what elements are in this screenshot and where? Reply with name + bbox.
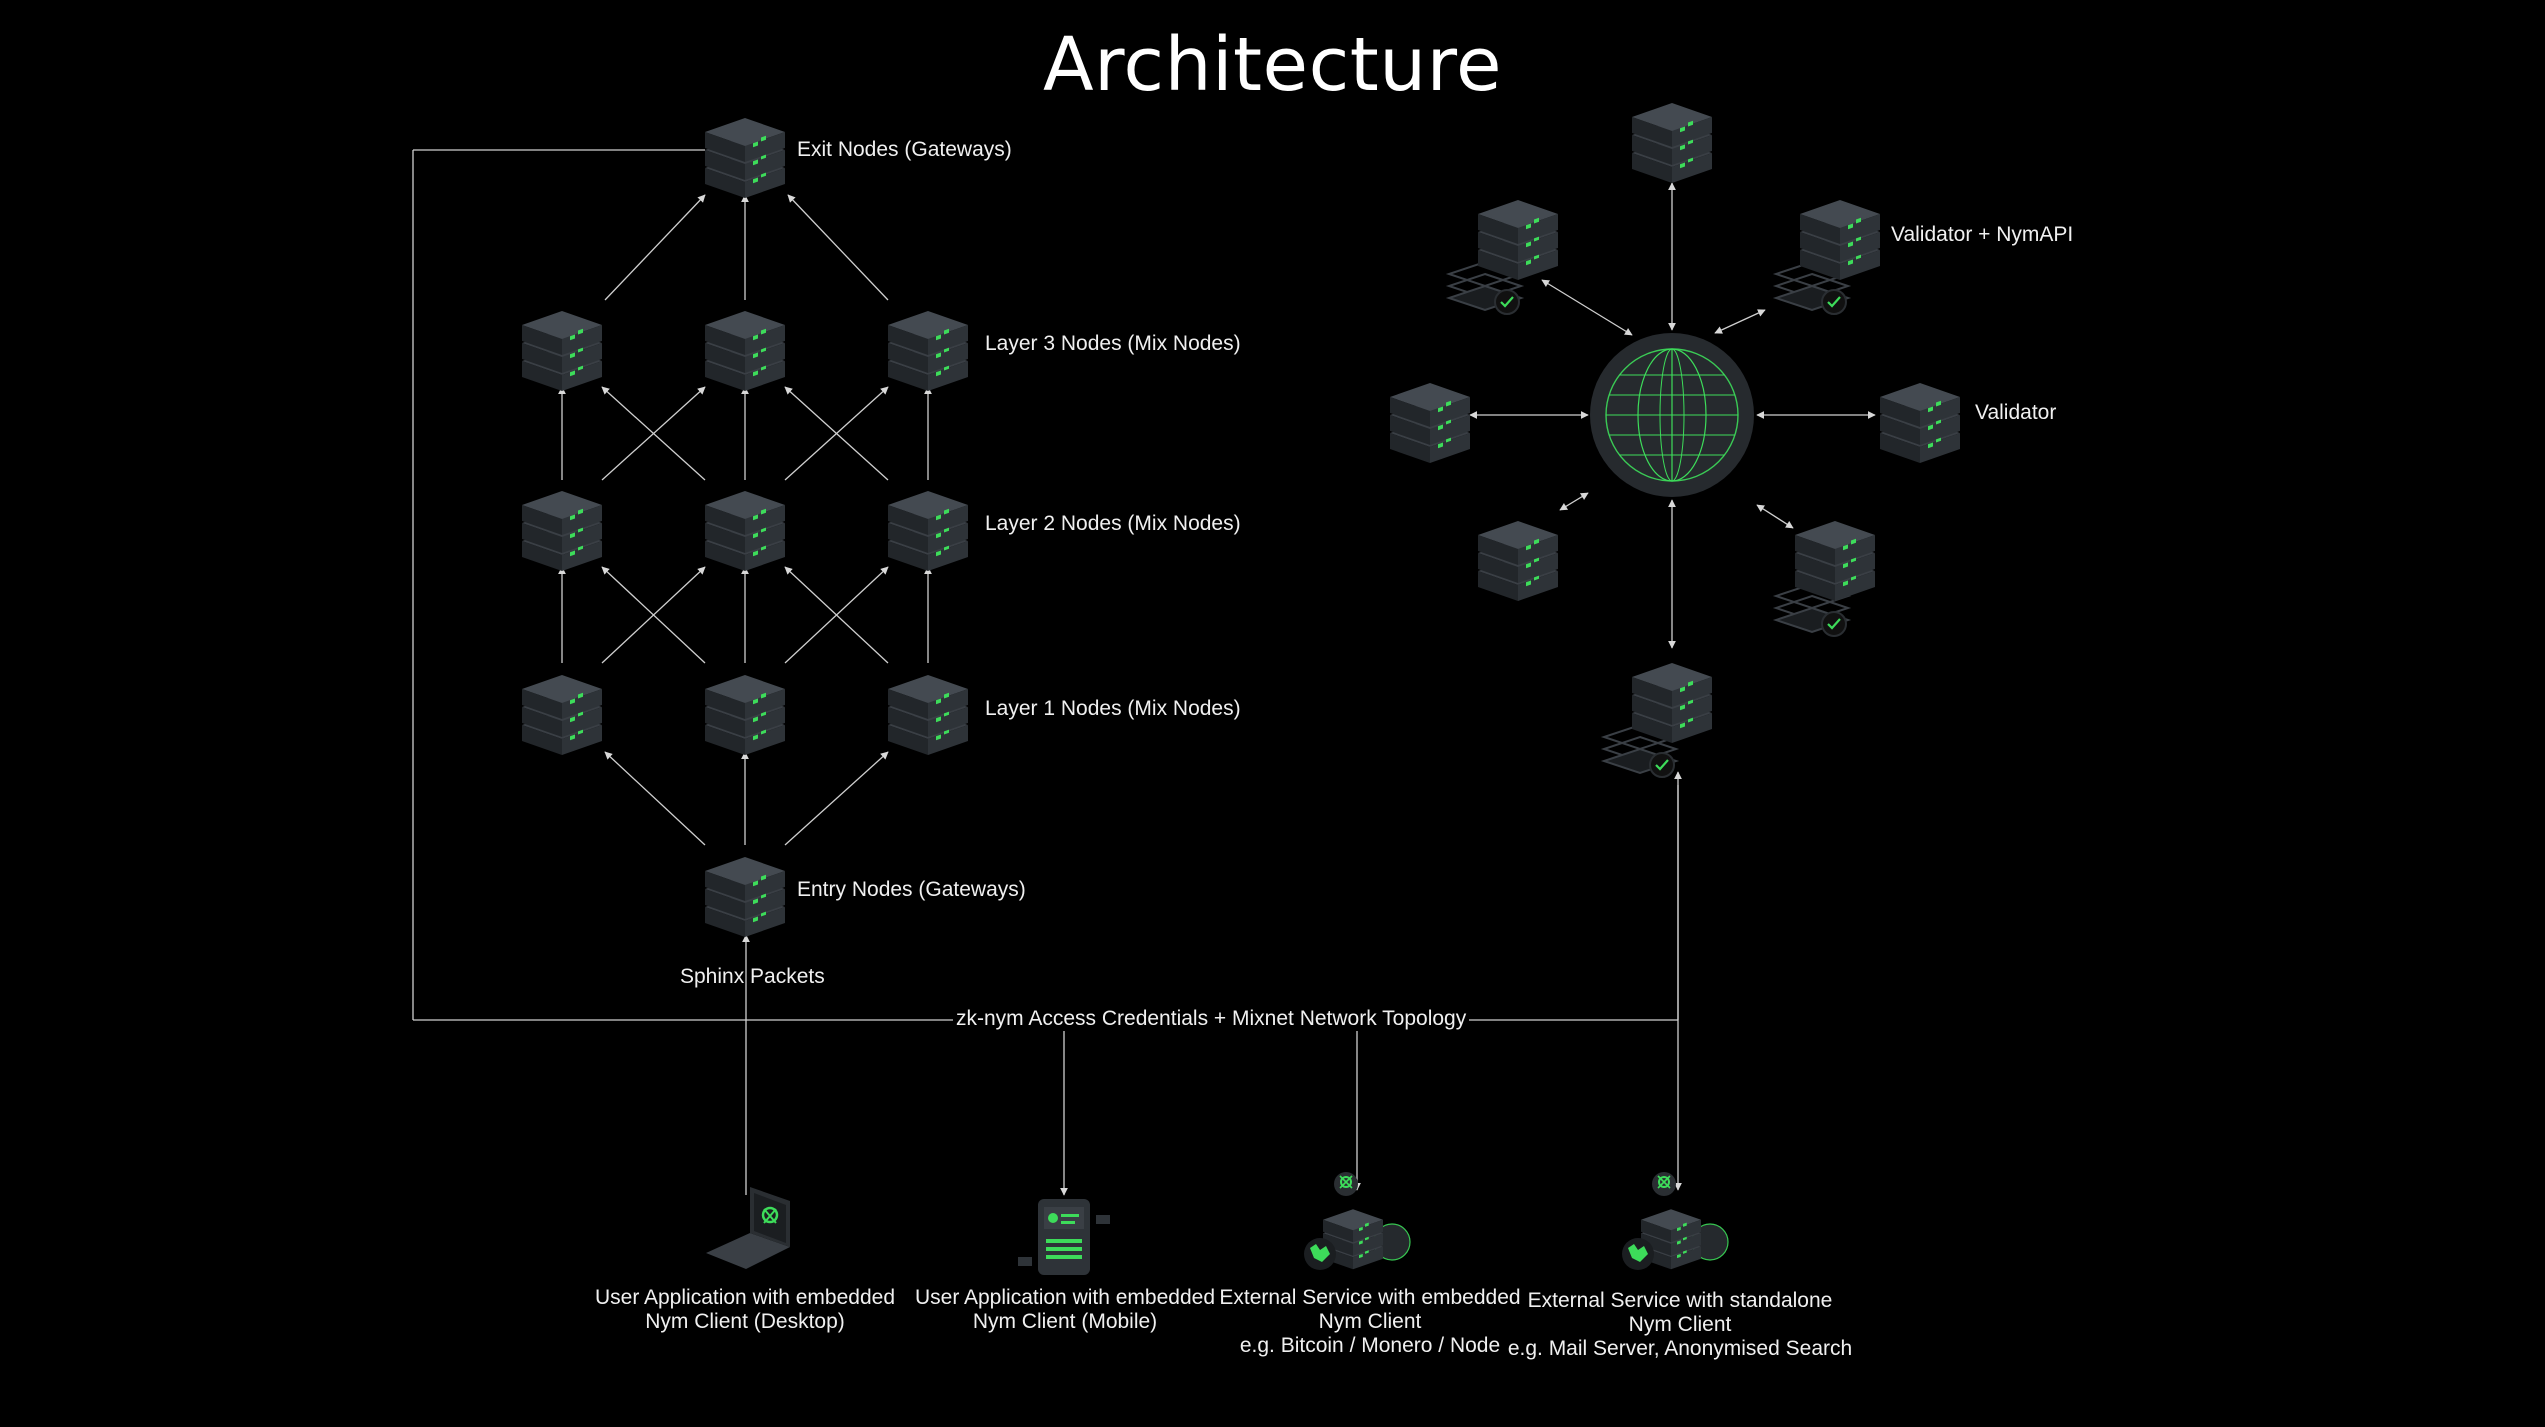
- arrow-validator-topright: [1714, 309, 1766, 334]
- service-standalone-caption: External Service with standalone Nym Cli…: [1500, 1289, 1860, 1361]
- phone-avatar: [1048, 1213, 1058, 1223]
- exit-node-server-icon: [705, 118, 785, 198]
- client-desktop-line1: User Application with embedded: [594, 1286, 895, 1309]
- validator-right-server-icon: [1880, 383, 1960, 463]
- client-desktop-line2: Nym Client (Desktop): [645, 1310, 845, 1333]
- arrow-validator-bottomright: [1756, 504, 1794, 529]
- service-embedded-line3: e.g. Bitcoin / Monero / Node: [1239, 1334, 1501, 1357]
- phone-line2: [1061, 1221, 1075, 1224]
- service-embedded-line2: Nym Client: [1318, 1310, 1422, 1333]
- nym-logo-cross: [1339, 1175, 1353, 1189]
- layer1-node-server-icon: [888, 675, 968, 755]
- layer1-nodes-label: Layer 1 Nodes (Mix Nodes): [985, 697, 1241, 720]
- phone-bar2: [1046, 1247, 1082, 1251]
- nym-logo-icon: [1658, 1176, 1670, 1188]
- laptop-display: [754, 1193, 786, 1243]
- layer2-node-server-icon: [705, 491, 785, 571]
- validator-nymapi-label: Validator + NymAPI: [1891, 223, 2074, 246]
- service-standalone-line2: Nym Client: [1628, 1313, 1732, 1336]
- page-title: Architecture: [1042, 22, 1503, 108]
- arrow-l2-l3-6: [784, 386, 889, 481]
- validator-top-server-icon: [1632, 103, 1712, 183]
- validator-bottom-server-icon: [1632, 663, 1712, 743]
- validator-bottomright-server-icon: [1795, 521, 1875, 601]
- layer3-nodes-label: Layer 3 Nodes (Mix Nodes): [985, 332, 1241, 355]
- entry-nodes-label: Entry Nodes (Gateways): [797, 878, 1026, 901]
- validator-label: Validator: [1975, 401, 2057, 424]
- world-map-icon: [1628, 1244, 1648, 1262]
- service-standalone-line3: e.g. Mail Server, Anonymised Search: [1507, 1337, 1853, 1360]
- layer3-node-server-icon: [888, 311, 968, 391]
- client-mobile-caption: User Application with embedded Nym Clien…: [910, 1286, 1220, 1334]
- service-badge: [1334, 1172, 1358, 1196]
- arrow-l1-l2-6: [784, 566, 889, 664]
- laptop-icon: [706, 1187, 790, 1269]
- layer1-node-server-icon: [705, 675, 785, 755]
- layer2-nodes-label: Layer 2 Nodes (Mix Nodes): [985, 512, 1241, 535]
- validator-left-server-icon: [1390, 383, 1470, 463]
- client-mobile-line2: Nym Client (Mobile): [972, 1310, 1158, 1333]
- phone-line1: [1061, 1214, 1079, 1217]
- arrow-validator-bottomleft: [1559, 492, 1589, 511]
- arrow-validator-topleft: [1541, 279, 1633, 336]
- nym-logo-cross: [763, 1208, 777, 1224]
- arrow-entry-l1-left: [604, 751, 706, 846]
- world-map-icon: [1310, 1244, 1330, 1262]
- layer3-node-server-icon: [522, 311, 602, 391]
- arrow-entry-l1-right: [784, 751, 889, 846]
- service-badge: [1652, 1172, 1676, 1196]
- service-embedded-line1: External Service with embedded: [1219, 1286, 1521, 1309]
- layer2-node-server-icon: [888, 491, 968, 571]
- arrow-l1-l2-4: [601, 566, 706, 664]
- service-standalone-icon: [1622, 1172, 1729, 1270]
- entry-node-server-icon: [705, 857, 785, 937]
- nym-logo-icon: [1340, 1176, 1352, 1188]
- phone-chip-right: [1096, 1215, 1110, 1224]
- exit-nodes-label: Exit Nodes (Gateways): [797, 138, 1012, 161]
- laptop-base: [706, 1233, 790, 1269]
- phone-bar3: [1046, 1255, 1082, 1259]
- arrow-l3-exit-right: [787, 194, 889, 301]
- layer2-node-server-icon: [522, 491, 602, 571]
- arrow-l3-exit-left: [604, 194, 706, 301]
- client-desktop-caption: User Application with embedded Nym Clien…: [590, 1286, 900, 1334]
- client-mobile-line1: User Application with embedded: [914, 1286, 1215, 1309]
- service-standalone-line1: External Service with standalone: [1527, 1289, 1833, 1312]
- validator-topleft-server-icon: [1478, 200, 1558, 280]
- validator-bottomleft-server-icon: [1478, 521, 1558, 601]
- layer1-node-server-icon: [522, 675, 602, 755]
- phone-chip-left: [1018, 1257, 1032, 1266]
- arrow-l2-l3-4: [601, 386, 706, 481]
- layer3-node-server-icon: [705, 311, 785, 391]
- nym-logo-cross: [1657, 1175, 1671, 1189]
- service-embedded-icon: [1304, 1172, 1411, 1270]
- mobile-app-icon: [1018, 1199, 1110, 1275]
- credentials-label: zk-nym Access Credentials + Mixnet Netwo…: [953, 1007, 1470, 1031]
- phone-bar1: [1046, 1239, 1082, 1243]
- sphinx-packets-label: Sphinx Packets: [680, 965, 825, 988]
- service-embedded-caption: External Service with embedded Nym Clien…: [1210, 1286, 1530, 1358]
- validator-nymapi-server-icon: [1800, 200, 1880, 280]
- nym-logo-icon: [761, 1206, 779, 1224]
